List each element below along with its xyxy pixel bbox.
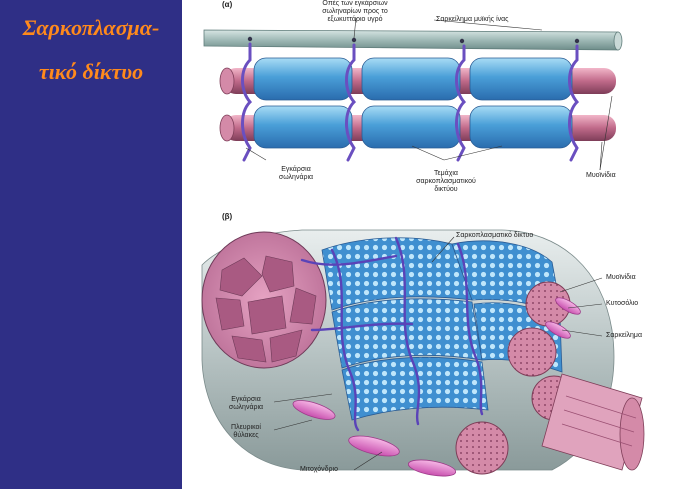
label-terminal-cisternae-line2: θύλακες	[233, 432, 259, 439]
slide-title-line2: τικό δίκτυο	[38, 59, 144, 84]
label-cytosol: Κυτοσόλιο	[606, 300, 639, 307]
panel-b-diagram	[201, 229, 645, 477]
label-t-tubules-a-line2: σωληνάρια	[278, 174, 314, 181]
panel-b-t-tubules	[300, 236, 484, 432]
label-tubule-pores: Οπές των εγκάρσιων σωληναρίων προς το εξ…	[294, 0, 416, 24]
panel-b-tag: (β)	[222, 212, 233, 221]
label-sarcolemma-b: Σαρκείλημα	[606, 332, 643, 339]
panel-b-leaders	[273, 236, 603, 471]
label-sr-segments-line1: Τεμάχια	[434, 170, 458, 177]
panel-a-tag: (α)	[222, 0, 233, 9]
panel-a-diagram	[203, 17, 623, 171]
label-terminal-cisternae-line1: Πλευρικοί	[231, 424, 261, 431]
label-myofibrils-b: Μυοϊνίδια	[606, 274, 636, 281]
label-mitochondrion: Μιτοχόνδριο	[300, 466, 338, 473]
figure-illustration	[201, 17, 645, 477]
label-tubule-pores-line3: εξωκυττάριο υγρό	[327, 16, 383, 23]
title-sidebar: Σαρκοπλασμα- τικό δίκτυο	[0, 0, 182, 489]
label-t-tubules-a: Εγκάρσια σωληνάρια	[266, 166, 326, 182]
label-t-tubules-a-line1: Εγκάρσια	[281, 166, 311, 173]
label-t-tubules-b-line2: σωληνάρια	[228, 404, 264, 411]
label-myofibrils-a: Μυοϊνίδια	[586, 172, 616, 179]
label-fiber-sarcolemma: Σαρκείλημα μυϊκής ίνας	[436, 16, 509, 23]
sr-segments	[253, 57, 573, 149]
label-sarcoplasmic-reticulum: Σαρκοπλασματικό δίκτυο	[456, 232, 534, 239]
label-tubule-pores-line2: σωληναρίων προς το	[322, 8, 388, 15]
label-terminal-cisternae: Πλευρικοί θύλακες	[218, 424, 274, 440]
sarcoplasmic-reticulum-figure: (α) Οπές των εγκάρσιων σωληναρίων προς τ…	[182, 0, 693, 489]
label-t-tubules-b-line1: Εγκάρσια	[231, 396, 261, 403]
label-sr-segments-line3: δικτύου	[434, 186, 458, 193]
t-tubules	[241, 42, 580, 162]
slide-title-line1: Σαρκοπλασμα-	[22, 15, 160, 40]
label-sr-segments-line2: σαρκοπλασματικού	[416, 178, 476, 185]
protruding-myofibrils	[455, 281, 645, 475]
label-tubule-pores-line1: Οπές των εγκάρσιων	[322, 0, 388, 7]
cross-section-myofibrils	[215, 255, 317, 363]
mitochondria	[292, 297, 581, 477]
panel-a-leaders	[245, 17, 613, 171]
sarcolemma-tube	[203, 29, 623, 51]
label-t-tubules-b: Εγκάρσια σωληνάρια	[218, 396, 274, 412]
label-sr-segments: Τεμάχια σαρκοπλασματικού δικτύου	[408, 170, 484, 194]
slide-title: Σαρκοπλασμα- τικό δίκτυο	[0, 6, 182, 94]
